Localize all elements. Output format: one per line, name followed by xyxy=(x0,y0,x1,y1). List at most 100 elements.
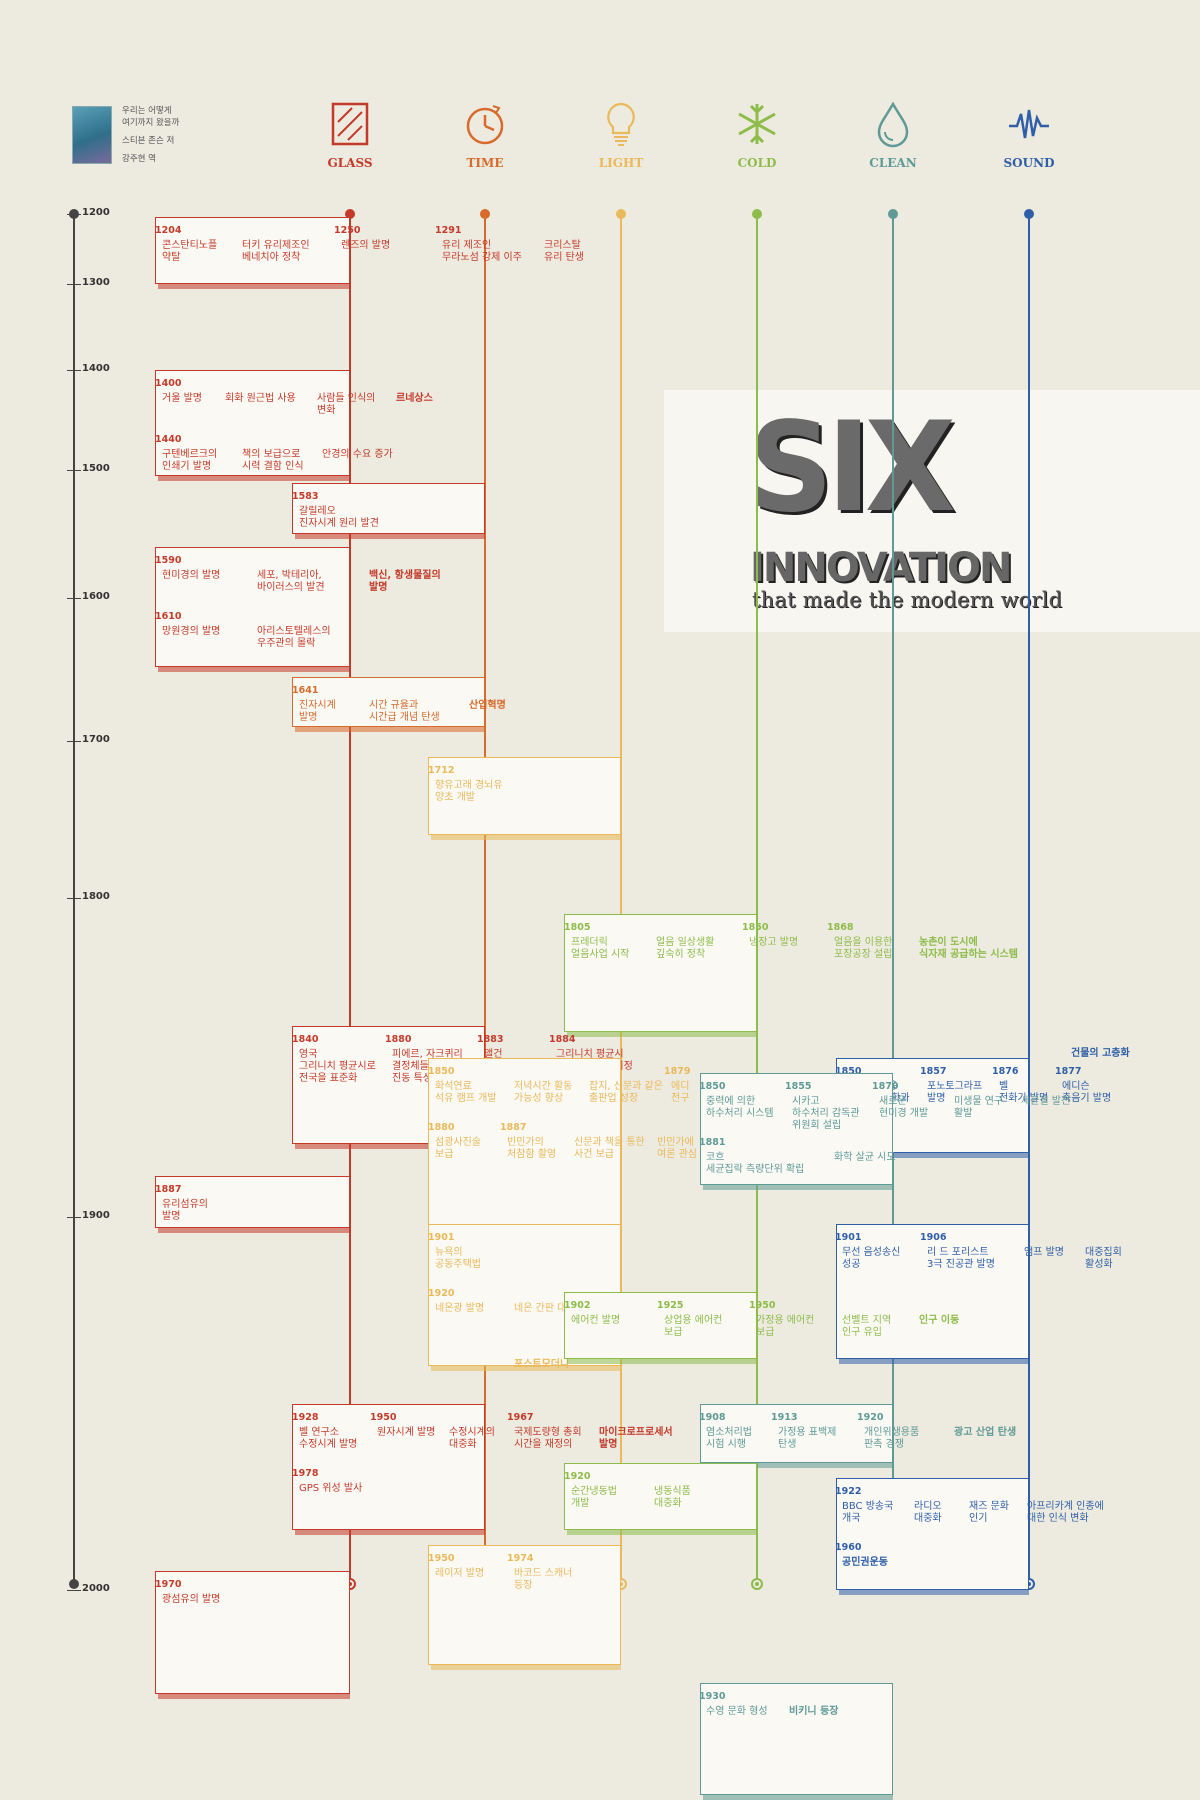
title-main: SIX xyxy=(748,394,956,540)
event-year-spacer xyxy=(442,1412,495,1424)
event-year: 1913 xyxy=(771,1411,798,1423)
event-text: 냉동식품 대중화 xyxy=(654,1486,691,1510)
event-year: 1857 xyxy=(920,1065,947,1077)
event-year: 1876 xyxy=(992,1065,1019,1077)
event-text: 광섬유의 발명 xyxy=(162,1594,221,1606)
timeline-block xyxy=(564,913,757,1037)
event-year: 1870 xyxy=(872,1081,899,1093)
event-year: 1440 xyxy=(155,434,182,445)
event-year: 1291 xyxy=(435,224,462,236)
timeline-event: 앰프 발명 xyxy=(1017,1232,1064,1259)
event-year: 1906 xyxy=(920,1232,947,1244)
axis-label-1900: 1900 xyxy=(82,1210,110,1221)
event-year: 1967 xyxy=(507,1411,534,1423)
event-text: 콘스탄티노플 약탈 xyxy=(162,239,218,263)
axis-tick-1700 xyxy=(67,741,81,742)
timeline-event: 회화 원근법 사용 xyxy=(218,378,296,405)
column-top-dot-light xyxy=(616,209,626,219)
event-text: 포스트모더니 xyxy=(514,1359,570,1371)
event-text: 갈릴레오 진자시계 원리 발견 xyxy=(299,505,379,529)
book-translator: 강주현 역 xyxy=(122,154,156,164)
book-title-line1: 우리는 어떻게 xyxy=(122,106,172,116)
event-text: 재즈 문화 인기 xyxy=(969,1501,1009,1525)
event-year: 1925 xyxy=(657,1299,684,1311)
sound-wave-icon xyxy=(1007,100,1051,148)
event-text: 산업혁명 xyxy=(469,699,506,711)
column-line-clean xyxy=(892,214,894,1584)
timeline-event: 백신, 항생물질의 발명 xyxy=(362,555,441,594)
timeline-event: 세균설 발전 xyxy=(1014,1081,1070,1108)
axis-label-1300: 1300 xyxy=(82,277,110,288)
timeline-event: 네온 간판 대 xyxy=(507,1288,566,1315)
category-label-glass: GLASS xyxy=(327,156,373,170)
event-year-spacer xyxy=(835,1300,891,1312)
event-text: 백신, 항생물질의 발명 xyxy=(369,569,441,593)
axis-label-1700: 1700 xyxy=(82,734,110,745)
event-text: 시간 규율과 시간급 개념 탄생 xyxy=(369,699,440,723)
event-text: 얼음 일상생활 깊숙히 정착 xyxy=(656,936,715,960)
event-year: 1850 xyxy=(428,1065,455,1077)
event-text: 인구 이동 xyxy=(919,1314,960,1326)
axis-label-1800: 1800 xyxy=(82,891,110,902)
axis-label-1500: 1500 xyxy=(82,463,110,474)
event-year: 1877 xyxy=(1055,1065,1082,1077)
event-text: 현미경의 발명 xyxy=(162,569,221,581)
timeline-event: 사람들 인식의 변화 xyxy=(310,378,375,417)
event-text: 가정용 표백제 탄생 xyxy=(778,1426,837,1450)
event-text: 안경의 수요 증가 xyxy=(322,449,393,460)
timeline-event: 포스트모더니 xyxy=(507,1344,569,1371)
timeline-event: 책의 보급으로 시력 결함 인식 xyxy=(235,434,304,473)
event-year: 1920 xyxy=(564,1471,591,1483)
timeline-block xyxy=(155,370,350,482)
event-text: 선벨트 지역 인구 유입 xyxy=(842,1314,892,1338)
event-text: 잡지, 신문과 같은 출판업 성장 xyxy=(589,1080,663,1104)
axis-tick-1300 xyxy=(67,284,81,285)
event-year: 1970 xyxy=(155,1579,182,1591)
event-year: 1978 xyxy=(292,1467,319,1479)
event-year: 1930 xyxy=(699,1691,726,1703)
event-year: 1908 xyxy=(699,1411,726,1423)
timeline-event: 비키니 등장 xyxy=(782,1691,838,1718)
timeline-poster: 우리는 어떻게 여기까지 왔을까 스티븐 존슨 저 강주현 역 SIX INNO… xyxy=(67,100,1200,1800)
event-year-spacer xyxy=(907,1486,942,1498)
timeline-event: 신문과 책을 통한 사건 보급 xyxy=(567,1122,645,1161)
event-year-spacer xyxy=(250,611,331,623)
event-text: 사람들 인식의 변화 xyxy=(317,393,376,416)
event-text: 망원경의 발명 xyxy=(162,625,221,637)
event-text: 원자시계 발명 xyxy=(377,1426,436,1438)
timeline-event: 빈민가에 여론 관심 xyxy=(650,1122,697,1161)
event-text: 신문과 책을 통한 사건 보급 xyxy=(574,1136,645,1160)
event-year-spacer xyxy=(537,225,584,237)
event-year-spacer xyxy=(567,1122,645,1134)
event-text: 미생물 연구 활발 xyxy=(954,1096,1004,1120)
event-text: 진자시계 발명 xyxy=(299,699,336,723)
event-year-spacer xyxy=(1078,1232,1122,1244)
timeline-event: 농촌이 도시에 식자재 공급하는 시스템 xyxy=(912,922,1018,961)
axis-tick-1800 xyxy=(67,898,81,899)
event-text: 구텐베르크의 인쇄기 발명 xyxy=(162,449,218,472)
timeline-event: 수정시계의 대중화 xyxy=(442,1412,495,1451)
timeline-event: 아프리카계 인종에 대한 인식 변화 xyxy=(1020,1486,1104,1525)
event-year: 1922 xyxy=(835,1486,862,1498)
event-text: 상업용 에어컨 보급 xyxy=(664,1314,723,1338)
event-year-spacer xyxy=(362,685,440,697)
event-text: 얼음을 이용한 포장공장 설립 xyxy=(834,936,893,960)
year-axis xyxy=(73,214,75,1584)
timeline-event: 인구 이동 xyxy=(912,1300,959,1327)
event-text: 프레더릭 얼음사업 시작 xyxy=(571,936,630,960)
event-year: 1204 xyxy=(155,224,182,236)
event-year-spacer xyxy=(462,685,506,697)
